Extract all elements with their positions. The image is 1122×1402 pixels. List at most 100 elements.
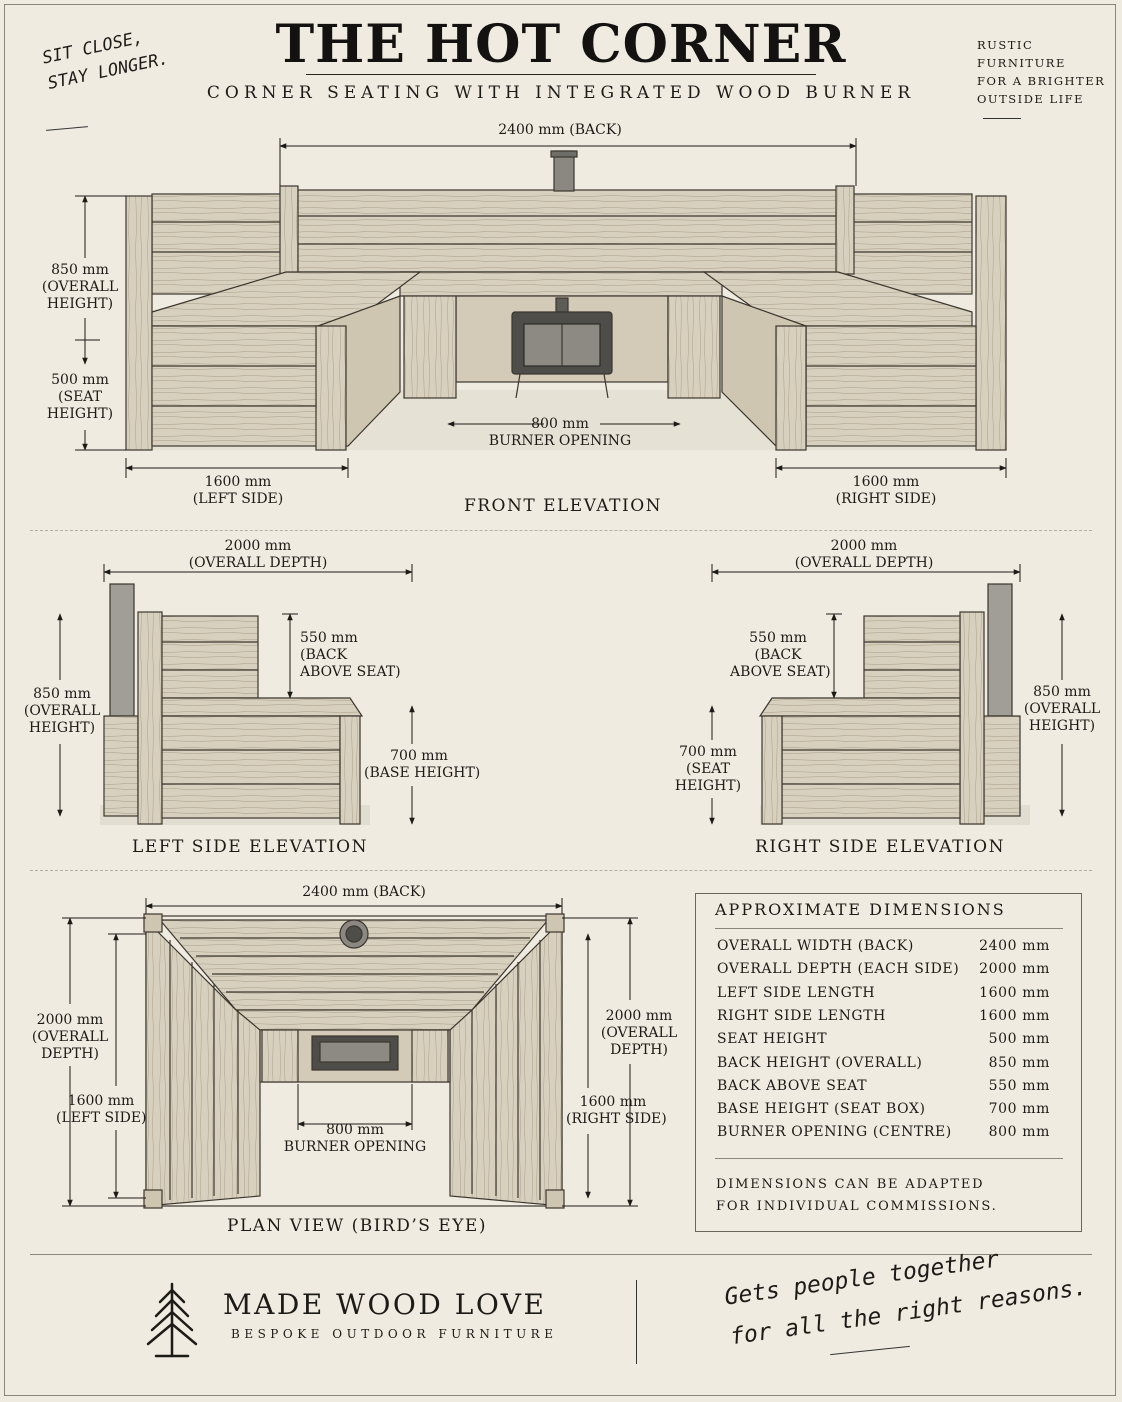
left-overall-height-text-2: HEIGHT) (28, 720, 96, 736)
front-seat-height-label: 500 mm (SEAT HEIGHT) (30, 372, 130, 423)
dimensions-note: DIMENSIONS CAN BE ADAPTED FOR INDIVIDUAL… (716, 1174, 998, 1218)
dimension-row: BACK ABOVE SEAT 550 mm (717, 1075, 1050, 1098)
dimension-row: BACK HEIGHT (OVERALL) 850 mm (717, 1052, 1050, 1075)
left-back-above-seat-text-2: ABOVE SEAT) (300, 664, 401, 680)
left-side-elevation-drawing (100, 583, 370, 825)
page-subtitle: CORNER SEATING WITH INTEGRATED WOOD BURN… (206, 83, 916, 103)
dimension-label: OVERALL WIDTH (BACK) (717, 938, 914, 954)
section-divider-1 (30, 530, 1092, 531)
left-back-above-seat-value: 550 mm (300, 630, 358, 646)
dimension-label: BURNER OPENING (CENTRE) (717, 1124, 952, 1141)
dimension-value: 800 mm (988, 1124, 1050, 1141)
left-overall-height-text-1: (OVERALL (23, 703, 101, 719)
plan-left-side-value: 1600 mm (67, 1093, 135, 1109)
page-border (4, 4, 1116, 1396)
dimension-label: RIGHT SIDE LENGTH (717, 1007, 886, 1024)
left-base-height-label: 700 mm (BASE HEIGHT) (364, 748, 480, 782)
left-side-dimension-lines (57, 564, 415, 825)
right-side-dimension-lines (709, 564, 1065, 825)
tagline-right-line-1: RUSTIC (977, 38, 1034, 52)
plan-overall-depth-left-text-2: DEPTH) (41, 1046, 99, 1062)
right-back-above-seat-text-2: ABOVE SEAT) (730, 664, 831, 680)
dimension-label: BACK HEIGHT (OVERALL) (717, 1054, 923, 1071)
plan-burner-opening-text: BURNER OPENING (283, 1139, 427, 1155)
front-elevation-caption: FRONT ELEVATION (463, 496, 663, 516)
brand-tagline: BESPOKE OUTDOOR FURNITURE (231, 1327, 558, 1341)
plan-left-side-label: 1600 mm (LEFT SIDE) (56, 1093, 147, 1127)
plan-overall-depth-right-text-1: (OVERALL (600, 1025, 678, 1041)
front-left-side-label: 1600 mm (LEFT SIDE) (178, 474, 298, 508)
page-title: THE HOT CORNER (275, 14, 847, 75)
right-seat-height-text-2: HEIGHT) (674, 778, 742, 794)
plan-back-label: 2400 mm (BACK) (302, 884, 426, 900)
right-overall-depth-label: 2000 mm (OVERALL DEPTH) (784, 538, 944, 572)
front-overall-height-label: 850 mm (OVERALL HEIGHT) (30, 262, 130, 313)
right-back-above-seat-value: 550 mm (749, 630, 807, 646)
left-overall-height-value: 850 mm (33, 686, 91, 702)
plan-overall-depth-right-label: 2000 mm (OVERALL DEPTH) (594, 1008, 684, 1059)
right-overall-height-value: 850 mm (1033, 684, 1091, 700)
dimensions-panel (695, 893, 1082, 1232)
right-side-elevation-drawing (758, 583, 1030, 825)
plan-view-dimension-lines (62, 898, 638, 1207)
dimension-value: 700 mm (988, 1101, 1050, 1118)
left-back-above-seat-text-1: (BACK (300, 647, 348, 663)
dimensions-note-line-1: DIMENSIONS CAN BE ADAPTED (716, 1177, 985, 1192)
section-divider-2 (30, 870, 1092, 871)
plan-right-side-text: (RIGHT SIDE) (566, 1111, 667, 1127)
dimension-row: OVERALL DEPTH (EACH SIDE) 2000 mm (717, 958, 1050, 981)
brand-name: MADE WOOD LOVE (223, 1288, 547, 1321)
dimension-label: BACK ABOVE SEAT (717, 1077, 868, 1094)
left-overall-depth-label: 2000 mm (OVERALL DEPTH) (178, 538, 338, 572)
dimension-value: 550 mm (988, 1077, 1050, 1094)
right-overall-depth-value: 2000 mm (830, 538, 898, 554)
tagline-right: RUSTIC FURNITURE FOR A BRIGHTER OUTSIDE … (977, 36, 1117, 108)
front-back-width-label: 2400 mm (BACK) (498, 122, 622, 138)
front-right-side-text: (RIGHT SIDE) (835, 491, 937, 507)
front-overall-height-value: 850 mm (51, 262, 109, 278)
dimensions-title-rule (715, 928, 1063, 929)
dimension-value: 1600 mm (979, 984, 1050, 1001)
dimensions-title: APPROXIMATE DIMENSIONS (715, 900, 1006, 919)
front-seat-height-value: 500 mm (51, 372, 109, 388)
dimension-label: BASE HEIGHT (SEAT BOX) (717, 1101, 926, 1118)
dimension-value: 2400 mm (979, 938, 1050, 954)
footer-vertical-divider (636, 1280, 637, 1364)
left-side-elevation-caption: LEFT SIDE ELEVATION (132, 837, 368, 857)
front-dimension-lines (75, 138, 1007, 478)
front-burner-opening-value: 800 mm (531, 416, 589, 432)
dimension-label: SEAT HEIGHT (717, 1031, 828, 1048)
front-left-side-value: 1600 mm (204, 474, 272, 490)
plan-left-side-text: (LEFT SIDE) (56, 1110, 147, 1126)
tagline-right-line-4: OUTSIDE LIFE (977, 92, 1085, 106)
footer-divider (30, 1254, 1092, 1255)
dimension-label: OVERALL DEPTH (EACH SIDE) (717, 961, 960, 978)
tagline-right-underline (983, 118, 1021, 119)
left-overall-depth-value: 2000 mm (224, 538, 292, 554)
left-base-height-value: 700 mm (390, 748, 448, 764)
dimension-row: BASE HEIGHT (SEAT BOX) 700 mm (717, 1098, 1050, 1121)
plan-overall-depth-left-text-1: (OVERALL (31, 1029, 109, 1045)
right-side-elevation-caption: RIGHT SIDE ELEVATION (755, 837, 1005, 857)
right-back-above-seat-text-1: (BACK (754, 647, 802, 663)
front-burner-opening-text: BURNER OPENING (488, 433, 632, 449)
front-elevation-drawing (125, 150, 1007, 451)
left-back-above-seat-label: 550 mm (BACK ABOVE SEAT) (300, 630, 401, 681)
tagline-right-line-3: FOR A BRIGHTER (977, 74, 1106, 88)
dimension-value: 850 mm (988, 1054, 1050, 1071)
dimension-label: LEFT SIDE LENGTH (717, 984, 876, 1001)
right-back-above-seat-label: 550 mm (BACK ABOVE SEAT) (730, 630, 831, 681)
front-right-side-label: 1600 mm (RIGHT SIDE) (826, 474, 946, 508)
plan-burner-opening-value: 800 mm (326, 1122, 384, 1138)
front-left-side-text: (LEFT SIDE) (192, 491, 284, 507)
right-overall-height-label: 850 mm (OVERALL HEIGHT) (1014, 684, 1110, 735)
front-burner-opening-label: 800 mm BURNER OPENING (480, 416, 640, 450)
plan-burner-opening-label: 800 mm BURNER OPENING (280, 1122, 430, 1156)
dimension-value: 1600 mm (979, 1007, 1050, 1024)
front-overall-height-text-1: (OVERALL (41, 279, 119, 295)
dimension-row: OVERALL WIDTH (BACK) 2400 mm (717, 935, 1050, 958)
plan-view-drawing (143, 913, 565, 1209)
dimension-value: 2000 mm (979, 961, 1050, 978)
